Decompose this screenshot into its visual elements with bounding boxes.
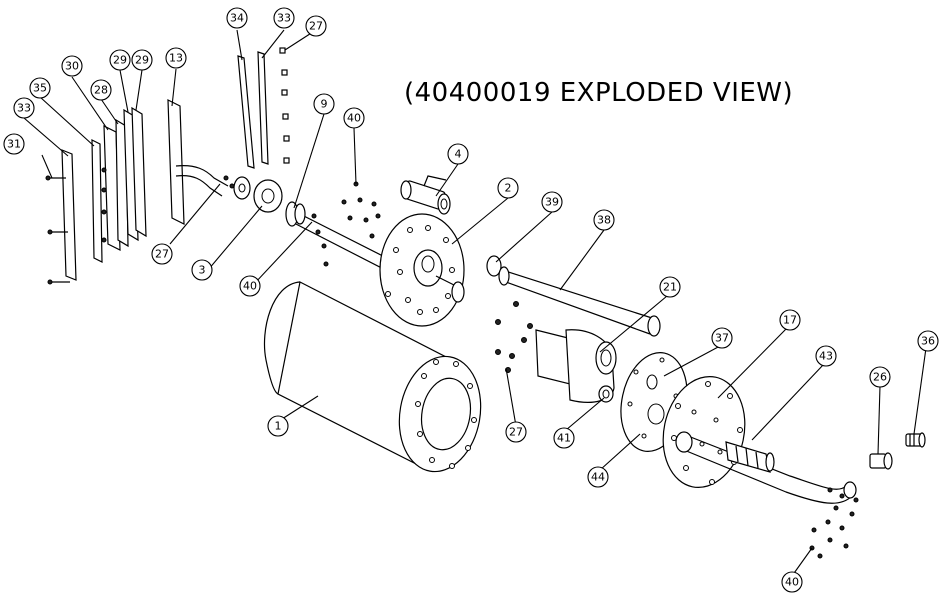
callout-17: 17 [779, 309, 801, 331]
flange-2 [379, 213, 465, 327]
svg-text:31: 31 [7, 138, 21, 151]
plate-stack [45, 99, 229, 285]
svg-text:17: 17 [783, 314, 797, 327]
callout-40: 40 [781, 571, 803, 593]
svg-text:40: 40 [347, 112, 361, 125]
callout-2: 2 [497, 177, 519, 199]
callout-4: 4 [447, 143, 469, 165]
svg-text:26: 26 [873, 371, 887, 384]
screws-40-near-tube [311, 213, 329, 267]
svg-text:29: 29 [135, 54, 149, 67]
svg-text:9: 9 [321, 98, 328, 111]
svg-text:38: 38 [597, 214, 611, 227]
svg-text:21: 21 [663, 281, 677, 294]
callout-41: 41 [553, 427, 575, 449]
valve-4 [400, 175, 451, 215]
svg-text:35: 35 [33, 82, 47, 95]
svg-text:43: 43 [819, 350, 833, 363]
svg-text:36: 36 [921, 335, 935, 348]
screws-40-upper [341, 181, 381, 239]
svg-text:34: 34 [230, 12, 244, 25]
svg-text:33: 33 [17, 102, 31, 115]
callout-3: 3 [191, 259, 213, 281]
flange-3 [223, 175, 283, 213]
svg-text:37: 37 [715, 332, 729, 345]
callout-1: 1 [267, 415, 289, 437]
callout-29: 29 [131, 49, 153, 71]
svg-text:33: 33 [277, 12, 291, 25]
callout-27: 27 [151, 243, 173, 265]
drawing-title: (40400019 EXPLODED VIEW) [404, 78, 794, 108]
callout-21: 21 [659, 276, 681, 298]
callout-44: 44 [587, 466, 609, 488]
svg-text:29: 29 [113, 54, 127, 67]
insert-21 [535, 329, 617, 403]
svg-text:13: 13 [169, 52, 183, 65]
callout-13: 13 [165, 47, 187, 69]
svg-text:30: 30 [65, 60, 79, 73]
bars-34-33 [237, 47, 290, 169]
callout-38: 38 [593, 209, 615, 231]
svg-text:41: 41 [557, 432, 571, 445]
screws-31 [45, 175, 70, 285]
callout-27: 27 [305, 15, 327, 37]
screws-40-lower [809, 487, 859, 559]
callout-40: 40 [239, 275, 261, 297]
callout-43: 43 [815, 345, 837, 367]
callout-bubbles: 34 33 27 13 30 29 29 35 28 33 31 9 40 4 … [3, 7, 939, 593]
callout-9: 9 [313, 93, 335, 115]
svg-text:40: 40 [785, 576, 799, 589]
flange-17 [662, 375, 857, 504]
svg-text:27: 27 [155, 248, 169, 261]
callout-35: 35 [29, 77, 51, 99]
svg-text:27: 27 [309, 20, 323, 33]
svg-text:27: 27 [509, 426, 523, 439]
cylinder-1 [263, 281, 482, 473]
fitting-26 [869, 452, 893, 470]
nuts-27-lower [495, 301, 533, 373]
leader-lines [23, 29, 927, 577]
svg-text:4: 4 [455, 148, 462, 161]
svg-text:44: 44 [591, 471, 605, 484]
callout-28: 28 [90, 79, 112, 101]
callout-40: 40 [343, 107, 365, 129]
callout-33: 33 [273, 7, 295, 29]
callout-39: 39 [541, 191, 563, 213]
callout-30: 30 [61, 55, 83, 77]
svg-text:39: 39 [545, 196, 559, 209]
callout-29: 29 [109, 49, 131, 71]
callout-36: 36 [917, 330, 939, 352]
svg-text:28: 28 [94, 84, 108, 97]
callout-31: 31 [3, 133, 25, 155]
callout-33: 33 [13, 97, 35, 119]
fitting-36 [905, 432, 926, 448]
callout-26: 26 [869, 366, 891, 388]
hose-38 [486, 255, 661, 337]
nuts-27-column [279, 47, 290, 164]
callout-27: 27 [505, 421, 527, 443]
svg-text:40: 40 [243, 280, 257, 293]
svg-text:2: 2 [505, 182, 512, 195]
screws-28 [101, 167, 107, 243]
callout-37: 37 [711, 327, 733, 349]
svg-text:1: 1 [275, 420, 282, 433]
svg-text:3: 3 [199, 264, 206, 277]
callout-34: 34 [226, 7, 248, 29]
